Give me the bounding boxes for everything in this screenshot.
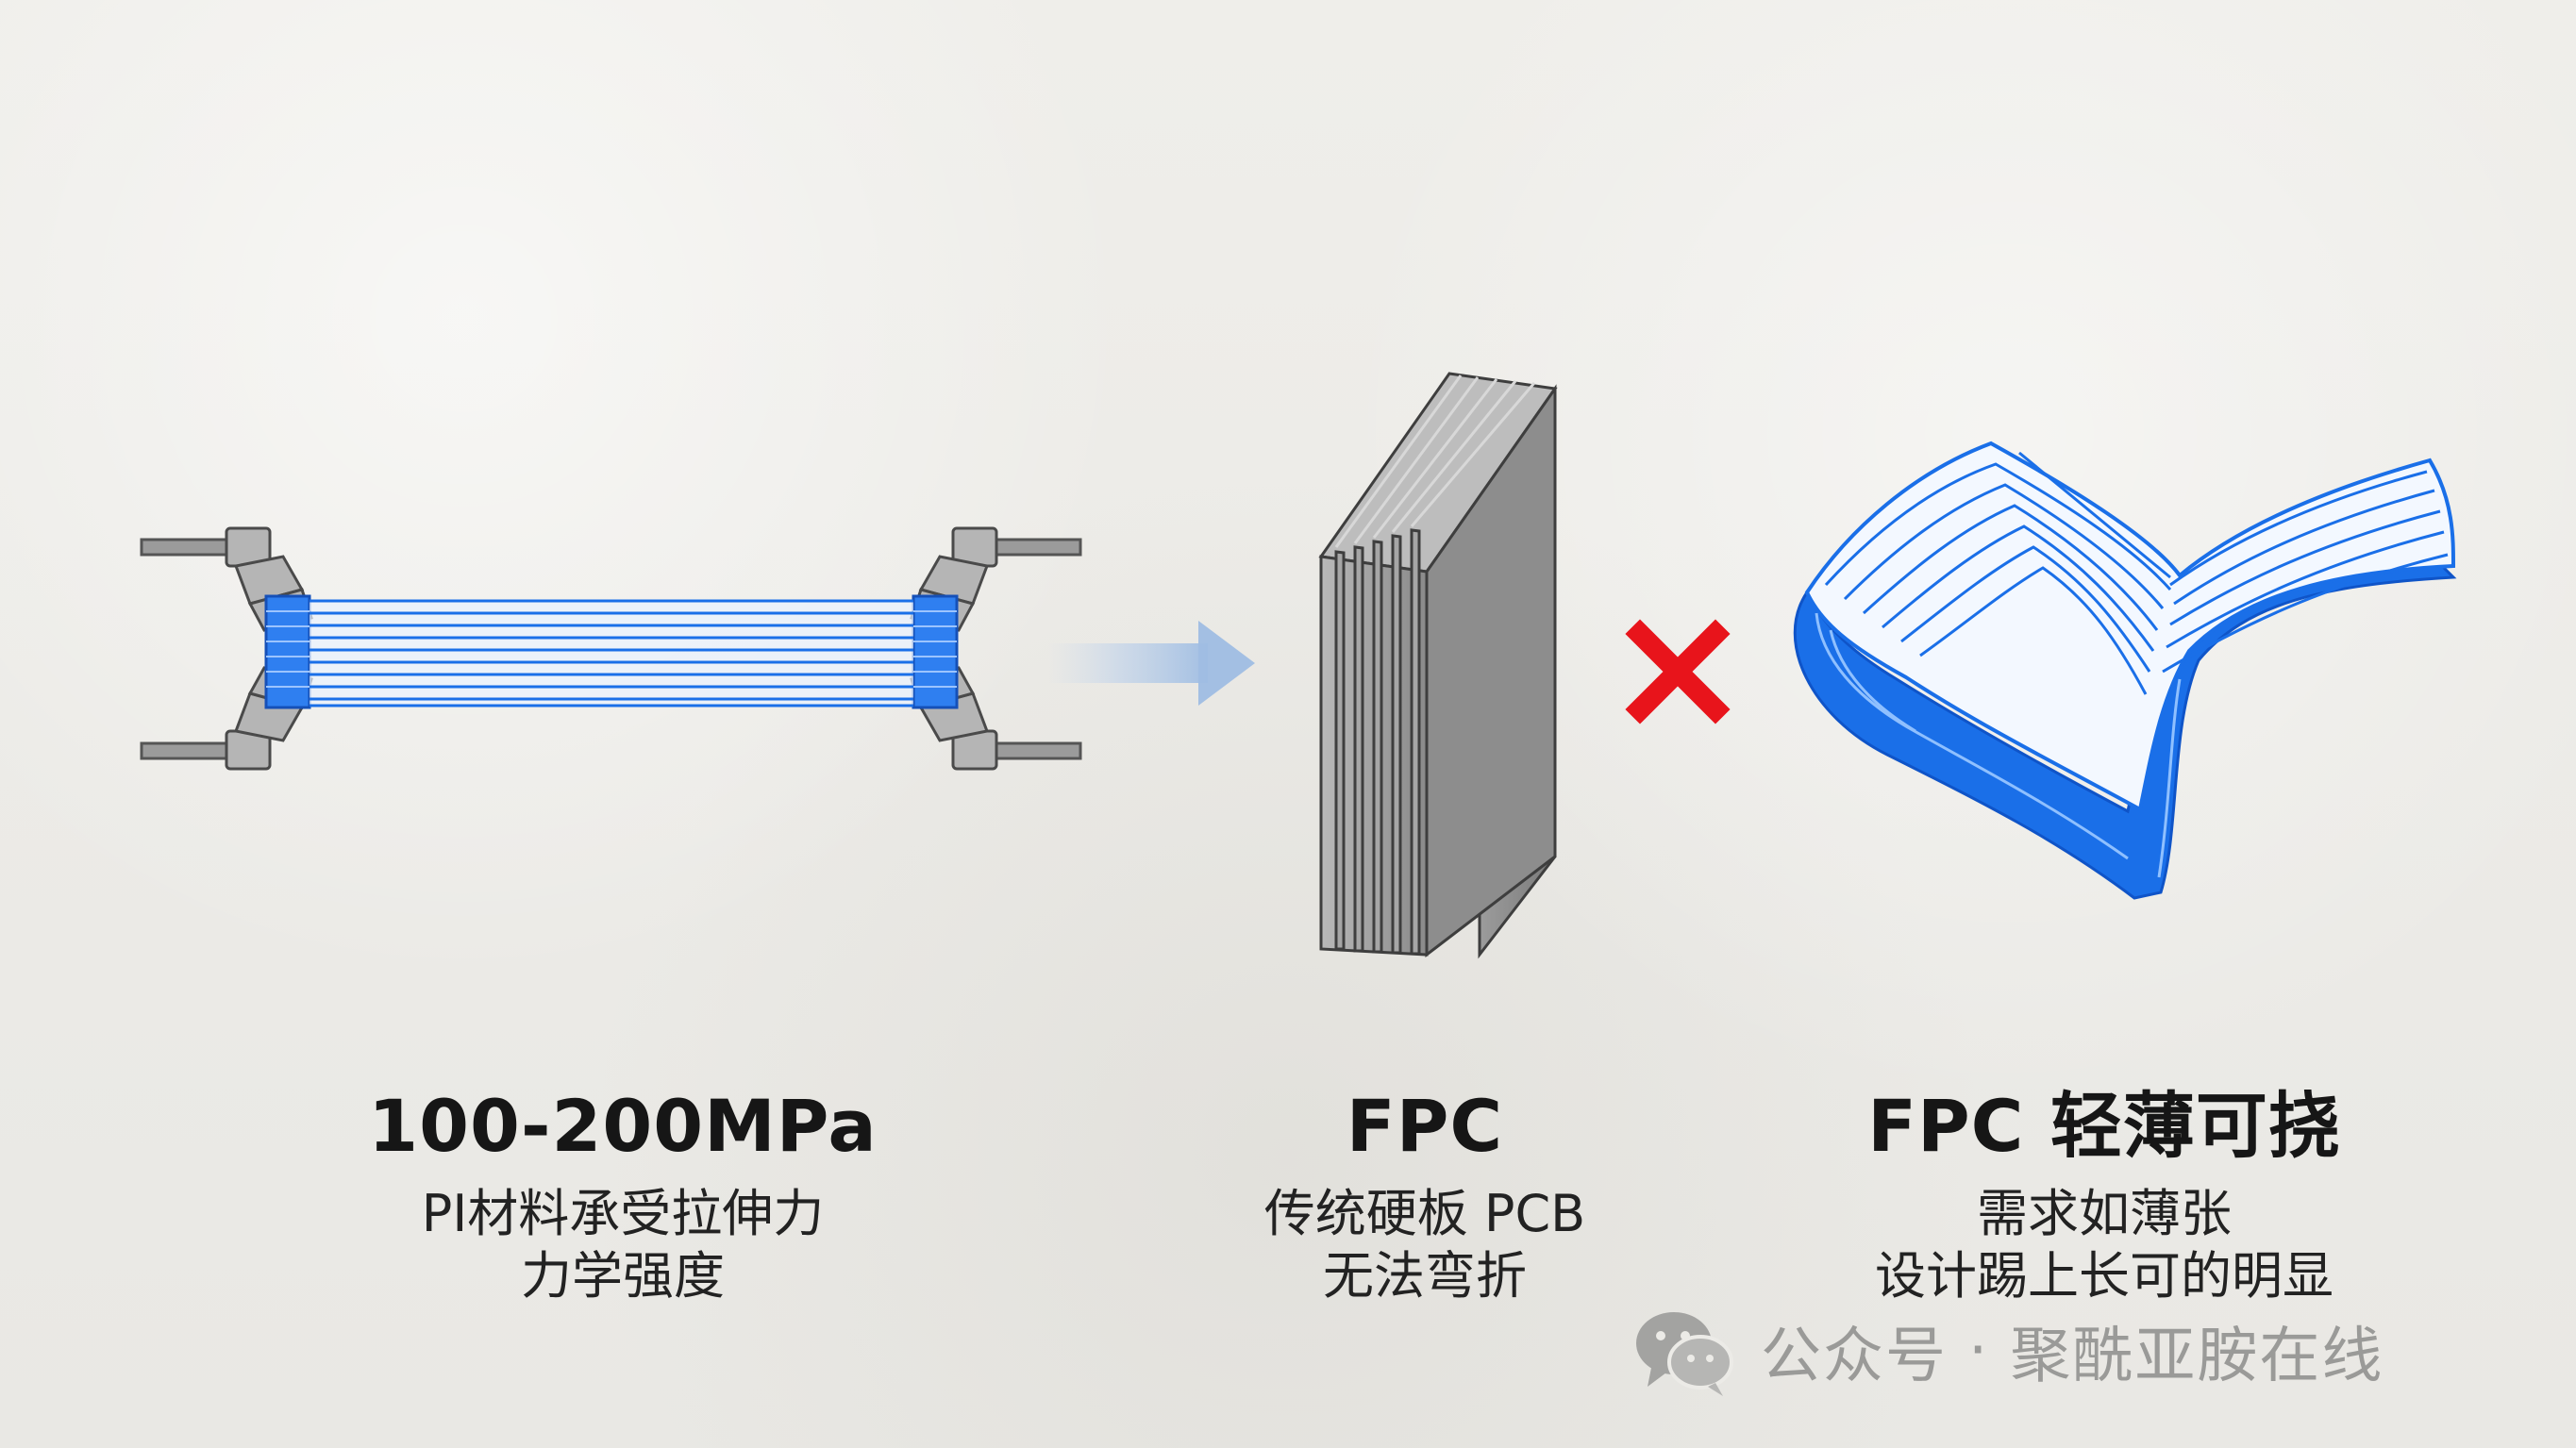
flexible-fpc-desc-line2: 设计踢上长可的明显 <box>1875 1246 2333 1306</box>
flexible-fpc-caption: FPC 轻薄可挠 需求如薄张 设计踢上长可的明显 <box>1765 1090 2444 1307</box>
arrow-right-icon <box>1047 621 1255 706</box>
watermark-separator: · <box>1968 1316 1990 1386</box>
tensile-strength-caption: 100-200MPa PI材料承受拉伸力 力学强度 <box>283 1090 962 1307</box>
flexible-fpc-title: FPC 轻薄可挠 <box>1867 1084 2341 1168</box>
rigid-pcb-desc-line2: 无法弯折 <box>1323 1246 1527 1306</box>
watermark-account: 聚酰亚胺在线 <box>2010 1322 2384 1391</box>
rigid-pcb-title: FPC <box>1346 1084 1504 1168</box>
wechat-icon <box>1636 1312 1733 1396</box>
tensile-strength-title: 100-200MPa <box>368 1084 878 1168</box>
tensile-strength-desc-line2: 力学强度 <box>521 1246 725 1306</box>
watermark-label: 公众号 <box>1761 1322 1948 1391</box>
rigid-pcb-stack-icon <box>1318 372 1558 959</box>
tensile-clamp-icon <box>140 526 1082 771</box>
rigid-pcb-caption: FPC 传统硬板 PCB 无法弯折 <box>1085 1090 1765 1307</box>
flexible-fpc-desc-line1: 需求如薄张 <box>1977 1184 2232 1243</box>
tensile-strength-desc-line1: PI材料承受拉伸力 <box>421 1184 825 1243</box>
wechat-watermark: 公众号 · 聚酰亚胺在线 <box>1632 1304 2384 1398</box>
flexible-fpc-icon <box>1793 441 2457 900</box>
cross-mark-icon <box>1625 619 1731 724</box>
rigid-pcb-desc-line1: 传统硬板 PCB <box>1263 1184 1586 1243</box>
